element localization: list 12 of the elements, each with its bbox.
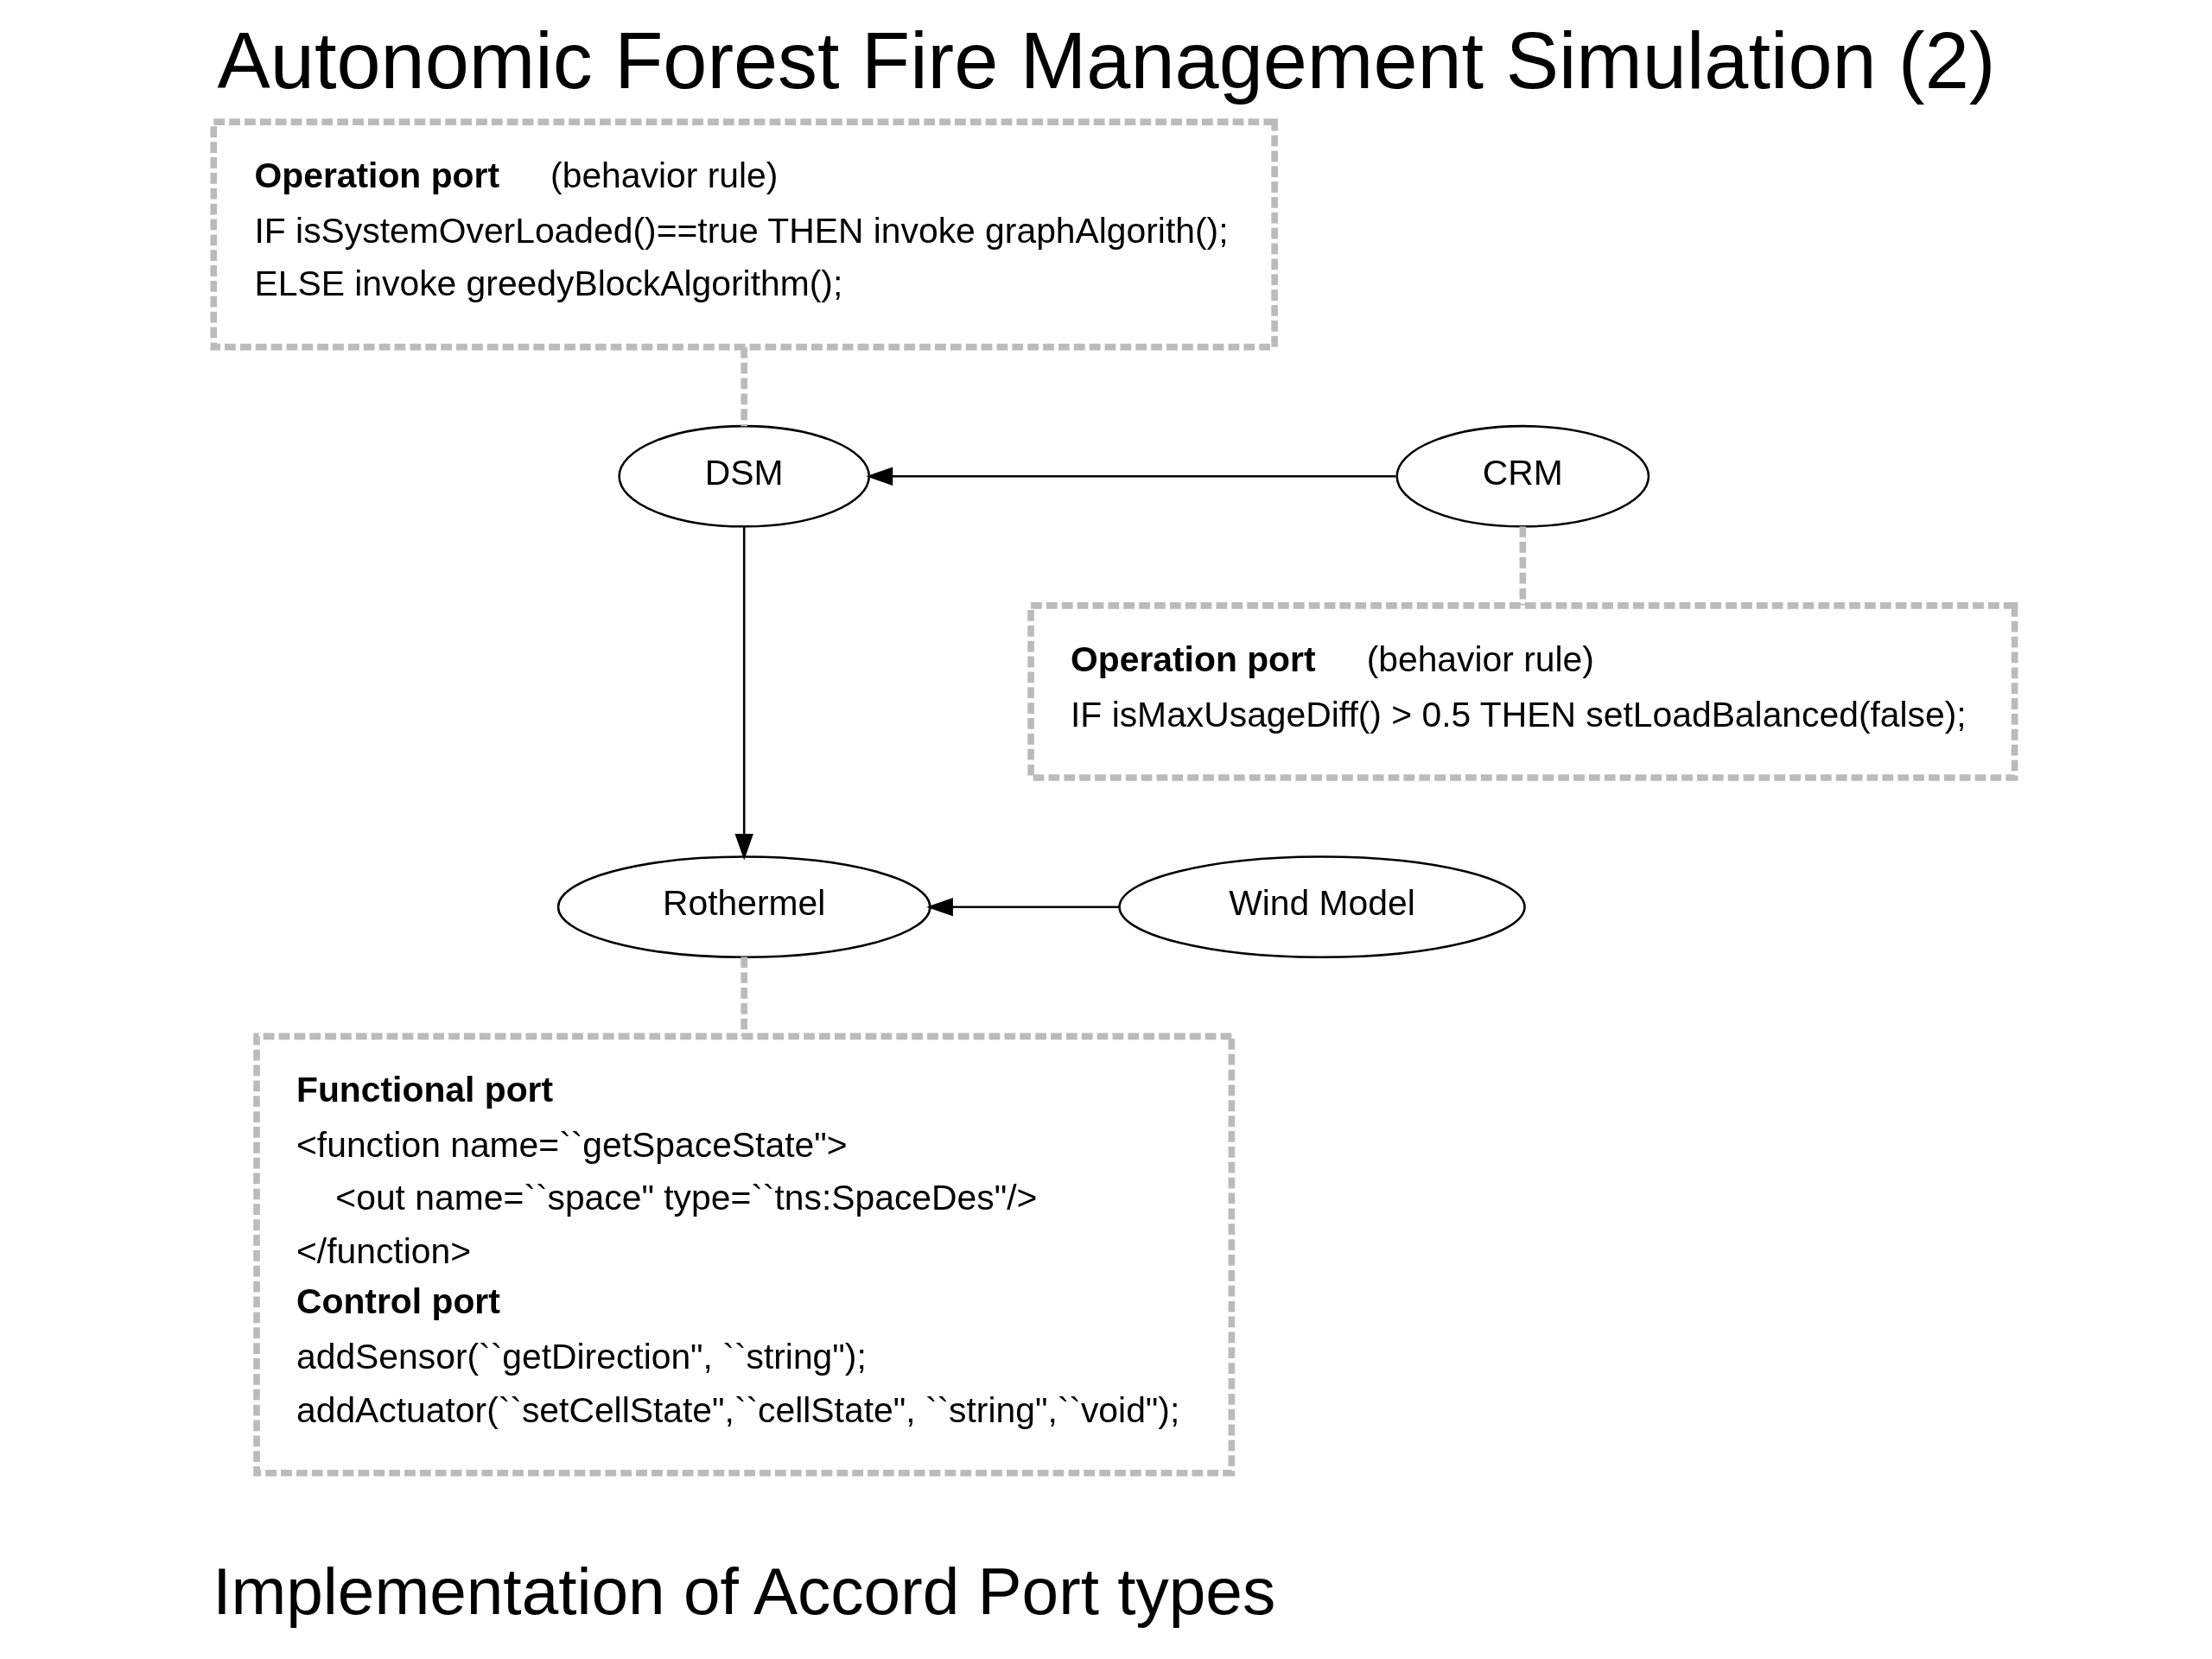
diagram-title: Autonomic Forest Fire Management Simulation (2): [217, 16, 1995, 105]
arrow: [734, 526, 753, 861]
node-ellipse: CRM: [1395, 424, 1649, 528]
node-ellipse: Rothermel: [556, 855, 931, 959]
node-box: Functional port <function name=``getSpaceState"> <out name=``space" type=``tns:SpaceDes"/> </function> Control port addSensor(``getDirection", ``string"); addActuator(``setCellState",``cellState", ``string",``void");: [252, 1033, 1235, 1477]
arrow: [925, 897, 1119, 917]
arrow: [866, 467, 1395, 486]
caption: Implementation of Accord Port types: [212, 1554, 1275, 1629]
node-ellipse: Wind Model: [1117, 855, 1526, 959]
node-box: Operation port (behavior rule) IF isSystemOverLoaded()==true THEN invoke graphAlgorith(); ELSE invoke greedyBlockAlgorithm();: [209, 118, 1278, 351]
node-box: Operation port (behavior rule) IF isMaxUsageDiff() > 0.5 THEN setLoadBalanced(false);: [1027, 602, 2018, 781]
node-ellipse: DSM: [617, 424, 870, 528]
